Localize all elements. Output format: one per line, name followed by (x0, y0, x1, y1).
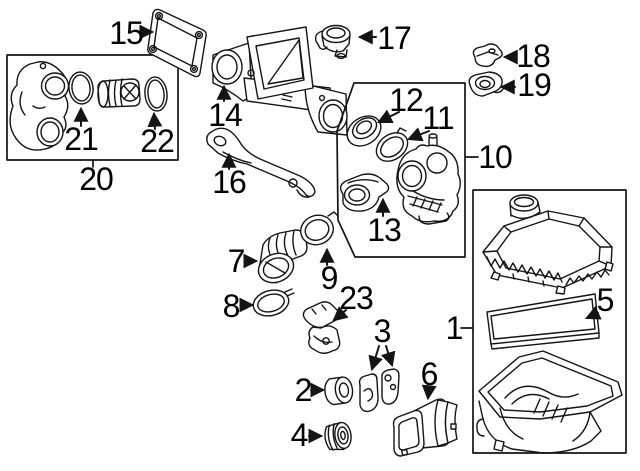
callout-4[interactable]: 4 (290, 417, 309, 453)
callout-18[interactable]: 18 (516, 38, 551, 74)
callout-11[interactable]: 11 (422, 100, 454, 136)
callout-5[interactable]: 5 (596, 282, 615, 318)
leader-22 (147, 111, 163, 130)
part-20-drawing (9, 61, 70, 151)
callout-15[interactable]: 15 (109, 15, 144, 51)
leader-3b (381, 345, 396, 368)
group-box-10 (336, 82, 479, 258)
callout-7[interactable]: 7 (227, 243, 246, 279)
part-10-drawing (396, 133, 461, 225)
callout-14[interactable]: 14 (208, 97, 243, 133)
callout-16[interactable]: 16 (212, 164, 247, 200)
part-8-drawing (252, 288, 295, 317)
callout-3[interactable]: 3 (373, 313, 392, 349)
group-box-20 (6, 54, 179, 168)
callout-12[interactable]: 12 (389, 82, 424, 118)
callout-1[interactable]: 1 (445, 310, 464, 346)
callout-2[interactable]: 2 (294, 372, 313, 408)
callout-23[interactable]: 23 (339, 280, 374, 316)
part-1-cover-drawing (482, 194, 614, 295)
callout-20[interactable]: 20 (79, 161, 114, 197)
callout-19[interactable]: 19 (517, 67, 552, 103)
part-13-drawing (339, 173, 390, 212)
leader-6 (421, 384, 437, 401)
part-22-drawing (144, 76, 168, 112)
part-2-drawing (324, 376, 354, 406)
leader-11 (406, 127, 430, 142)
part-19-drawing (468, 71, 504, 97)
callout-21[interactable]: 21 (64, 121, 99, 157)
callout-6[interactable]: 6 (420, 356, 439, 392)
part-6-drawing (392, 398, 458, 457)
leader-12 (376, 109, 400, 124)
callout-leader-lines (73, 24, 602, 444)
leader-3a (368, 345, 383, 372)
part-3-drawing (358, 368, 400, 413)
part-18-drawing (472, 43, 503, 68)
part-1-housing-drawing (476, 350, 623, 454)
part-14-drawing (211, 26, 348, 136)
part-23-drawing (302, 301, 341, 354)
callout-10[interactable]: 10 (478, 139, 513, 175)
part-20-hose-drawing (97, 78, 141, 108)
callout-17[interactable]: 17 (377, 20, 412, 56)
leader-23 (332, 306, 349, 322)
part-17-drawing (314, 24, 351, 60)
callout-8[interactable]: 8 (222, 288, 241, 324)
part-9-drawing (300, 211, 339, 246)
callout-22[interactable]: 22 (140, 123, 175, 159)
part-11-drawing (375, 127, 409, 162)
part-7-drawing (257, 229, 308, 284)
leader-5 (584, 305, 602, 320)
callout-13[interactable]: 13 (367, 212, 402, 248)
part-5-drawing (486, 293, 600, 350)
part-15-drawing (147, 8, 207, 78)
part-21-drawing (68, 71, 94, 105)
part-4-drawing (324, 421, 352, 451)
callout-9[interactable]: 9 (320, 260, 339, 296)
part-12-drawing (346, 115, 382, 147)
